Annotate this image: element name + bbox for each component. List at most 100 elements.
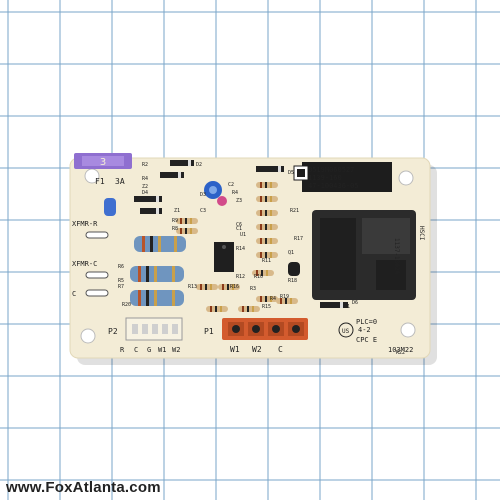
blue-components (104, 181, 227, 216)
ref-designator: R5 (118, 278, 124, 284)
relay: 1137-1802A HSCI (312, 210, 425, 300)
resistor-band (242, 306, 244, 312)
ref-designator: R18 (288, 278, 297, 284)
watermark-site: www.FoxAtlanta.com (6, 479, 161, 496)
ref-designator: R4 (232, 190, 238, 196)
resistor-band (222, 284, 224, 290)
label-line2: 1139-160 (308, 174, 342, 182)
fuse-number: 3 (100, 157, 106, 168)
resistor-band (265, 182, 267, 188)
ref-designator: D3 (200, 192, 206, 198)
date-code: 103M22 (388, 346, 413, 354)
diodes (134, 160, 348, 308)
resistor-band (270, 196, 272, 202)
resistor-band (265, 224, 267, 230)
resistor-band (247, 306, 249, 312)
resistor-band (205, 284, 207, 290)
resistor-band (270, 182, 272, 188)
ref-designator: D4 (142, 190, 148, 196)
ref-designator: R19 (280, 294, 289, 300)
transistor-q1 (288, 262, 300, 276)
p1-pin-3: C (278, 345, 283, 354)
terminal-label-3: C (72, 290, 76, 298)
resistor-band (270, 238, 272, 244)
left-terminals: XFMR-R XFMR-C C (72, 220, 109, 298)
ref-designator: D1 (344, 304, 350, 310)
ref-designator: R20 (122, 302, 131, 308)
resistor-band (270, 252, 272, 258)
resistor-band (227, 284, 229, 290)
resistor-band (261, 270, 263, 276)
ul-text: US (342, 328, 350, 335)
ref-designator: R6 (118, 264, 124, 270)
header-p2: P2 R C G W1 W2 (108, 317, 183, 354)
terminal-label-1: XFMR-R (72, 220, 98, 228)
p2-ref: P2 (108, 327, 118, 336)
ref-designator: R8 (172, 226, 178, 232)
ref-designator: C3 (200, 208, 206, 214)
ref-designator: Z3 (236, 198, 242, 204)
resistor-band (210, 284, 212, 290)
resistor-band (265, 196, 267, 202)
resistor-band (260, 210, 262, 216)
ref-designator: R15 (262, 304, 271, 310)
ref-designator: R17 (294, 236, 303, 242)
label-line3: 47-100436-05 (308, 182, 359, 190)
ref-designator: D2 (196, 162, 202, 168)
p2-pin-3: G (147, 346, 151, 354)
resistor-band (190, 218, 192, 224)
ref-designator: R22 (396, 350, 405, 356)
ref-designator: C2 (228, 182, 234, 188)
small-resistors (176, 182, 298, 312)
ref-designator: Z2 (142, 184, 148, 190)
ref-designator: R12 (236, 274, 245, 280)
label-sticker: 0519M060527 1139-160 47-100436-05 (293, 162, 392, 192)
resistor-band (185, 218, 187, 224)
resistor-band (265, 252, 267, 258)
resistor-band (270, 210, 272, 216)
resistor-band (180, 218, 182, 224)
label-line1: 0519M060527 (308, 166, 354, 174)
resistor-band (256, 270, 258, 276)
ic-u1 (214, 242, 234, 272)
resistor-band (232, 284, 234, 290)
resistor-band (260, 224, 262, 230)
ref-designator: C1 (236, 226, 242, 232)
ref-designator: R3 (250, 286, 256, 292)
p1-ref: P1 (204, 327, 214, 336)
resistor-band (215, 306, 217, 312)
resistor-band (265, 238, 267, 244)
ref-designator: R2 (142, 162, 148, 168)
p2-pin-4: W1 (158, 346, 166, 354)
resistor-band (290, 298, 292, 304)
resistor-band (252, 306, 254, 312)
ref-designator: R16 (230, 284, 239, 290)
p2-pin-2: C (134, 346, 138, 354)
resistor-band (266, 270, 268, 276)
resistor-band (210, 306, 212, 312)
resistor-band (185, 228, 187, 234)
ref-designator: Q1 (288, 250, 294, 256)
resistor-band (220, 306, 222, 312)
relay-side-text: 1137-1802A (393, 238, 400, 275)
ref-designator: R14 (236, 246, 245, 252)
fuse: 3 F1 3A (74, 153, 132, 186)
resistor-band (270, 224, 272, 230)
terminal-label-2: XFMR-C (72, 260, 97, 268)
ref-designator: R7 (118, 284, 124, 290)
ref-designator: D5 (288, 170, 294, 176)
resistor-band (260, 296, 262, 302)
resistor-band (270, 296, 272, 302)
resistor-band (180, 228, 182, 234)
ref-designator: R9 (172, 218, 178, 224)
connector-p1: P1 W1 W2 C (204, 318, 308, 354)
ref-designator: R11 (262, 258, 271, 264)
ref-designator: C6 (236, 222, 242, 228)
fuse-rating: 3A (115, 177, 125, 186)
resistor-band (260, 182, 262, 188)
ref-designator: U1 (240, 232, 246, 238)
resistor-band (280, 298, 282, 304)
power-resistors (130, 236, 186, 306)
